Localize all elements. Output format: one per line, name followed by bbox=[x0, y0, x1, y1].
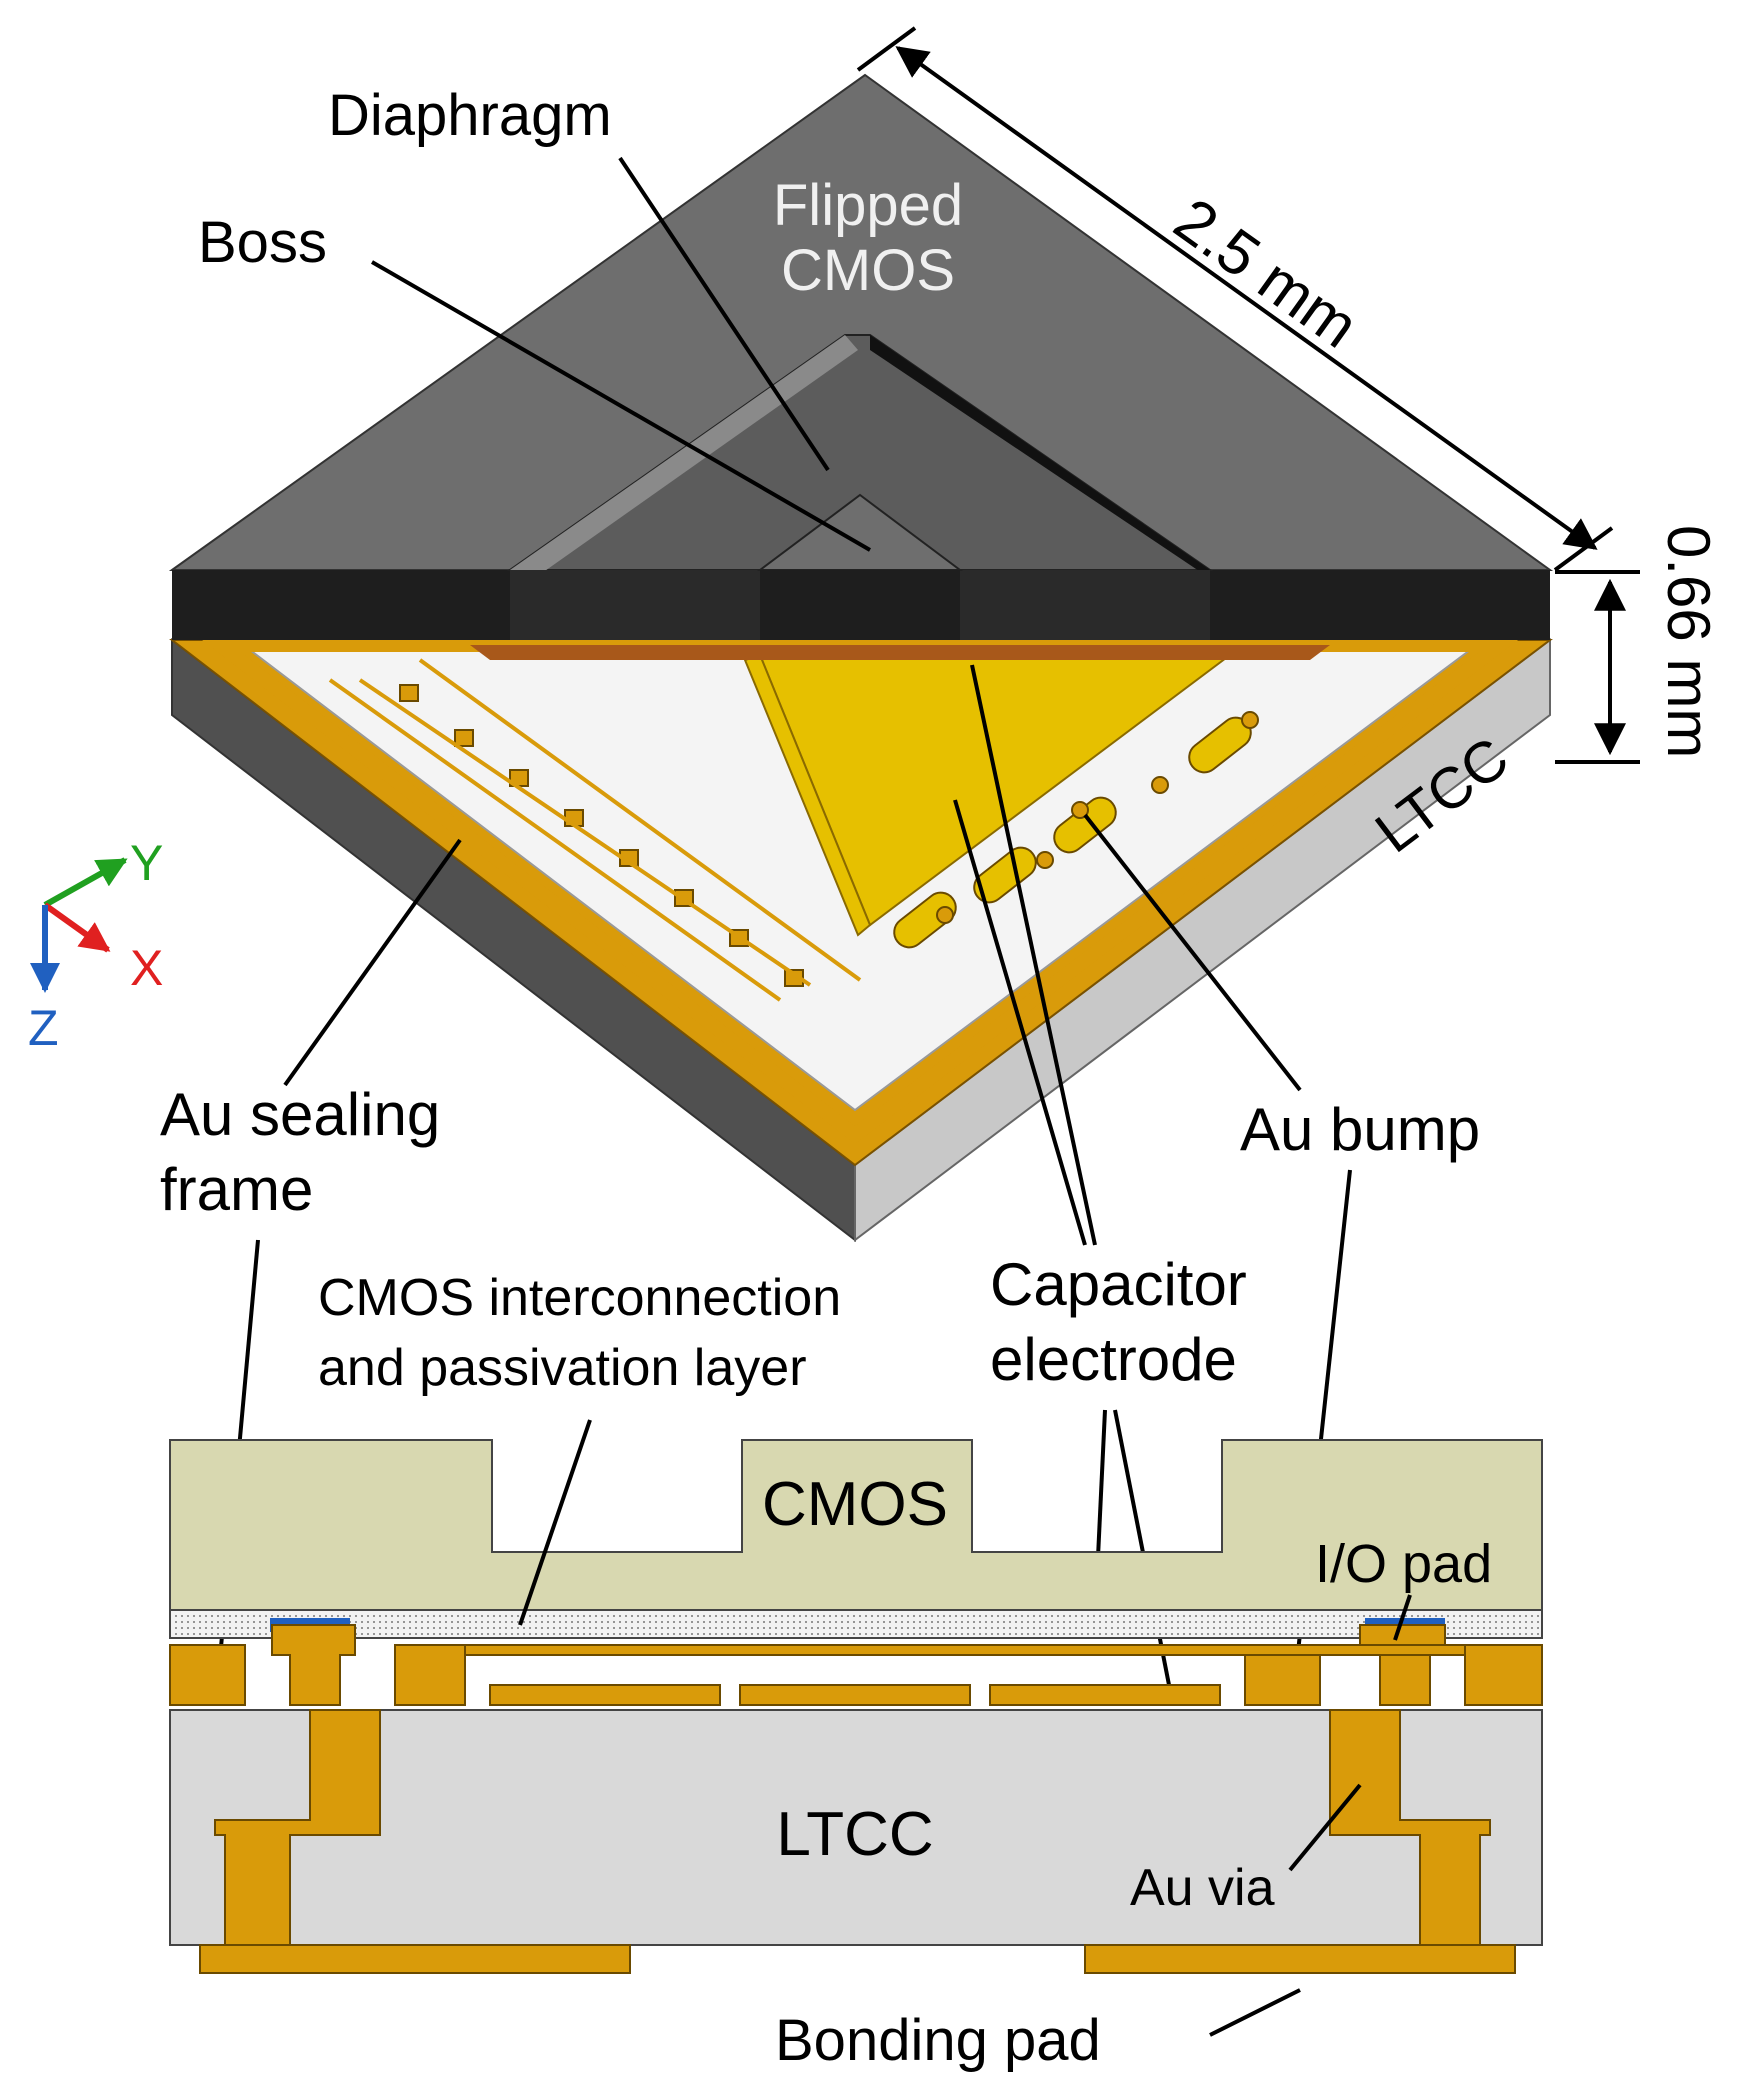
dim-width-ext-right bbox=[1553, 526, 1614, 572]
axis-x-arrow bbox=[43, 902, 111, 953]
capacitor-label-1: Capacitor bbox=[990, 1251, 1247, 1318]
flipped-label-2: CMOS bbox=[781, 238, 955, 303]
au-sealing-label-2: frame bbox=[160, 1156, 313, 1223]
gold-interlayer bbox=[169, 1624, 1543, 1706]
dim-width-arrow bbox=[895, 46, 1598, 550]
au-via-label: Au via bbox=[1130, 1859, 1275, 1917]
dim-height-label: 0.66 mm bbox=[1655, 525, 1722, 758]
isometric-view: 2.5 mm 0.66 mm LTCC Flipped CMOS Diaphra… bbox=[28, 26, 1722, 1691]
au-bump-leader-3d bbox=[1083, 813, 1302, 1092]
au-bumps-dots bbox=[936, 711, 1259, 924]
axis-triad: Y X Z bbox=[28, 835, 163, 1056]
bonding-pad-leader bbox=[1209, 1988, 1301, 2037]
axis-z-label: Z bbox=[28, 1000, 59, 1056]
au-sealing-leader-3d bbox=[283, 838, 462, 1087]
diaphragm-inner-wall-left bbox=[510, 335, 858, 585]
ltcc-section-label: LTCC bbox=[776, 1800, 933, 1869]
io-pad-leader bbox=[1393, 1594, 1412, 1641]
au-sealing-label-1: Au sealing bbox=[160, 1081, 440, 1148]
flipped-label-1: Flipped bbox=[773, 173, 963, 238]
bonding-pad-right bbox=[1084, 1944, 1516, 1974]
capacitor-electrode-band bbox=[470, 645, 1330, 660]
au-via-leader bbox=[1288, 1783, 1362, 1872]
axis-x-label: X bbox=[130, 940, 163, 996]
passivation-layer bbox=[169, 1609, 1543, 1639]
capacitor-leader-1 bbox=[970, 664, 1097, 1246]
boss-front bbox=[760, 570, 960, 640]
capacitor-label-2: electrode bbox=[990, 1326, 1237, 1393]
capacitor-leader-section-2 bbox=[1113, 1409, 1172, 1691]
cmos-layer-leader bbox=[518, 1419, 592, 1626]
cmos-layer-label-2: and passivation layer bbox=[318, 1339, 807, 1397]
dim-width-ext-top bbox=[856, 26, 917, 72]
boss-leader bbox=[370, 260, 872, 552]
cross-section: CMOS I/O pad LTCC Au via bbox=[169, 1269, 1543, 2073]
axis-y-label: Y bbox=[130, 835, 163, 891]
ltcc-section-body bbox=[169, 1709, 1543, 1946]
au-vias bbox=[214, 1709, 1491, 1946]
capacitor-leader-2 bbox=[953, 799, 1087, 1246]
au-bump-label: Au bump bbox=[1240, 1096, 1480, 1163]
axis-y-arrow bbox=[43, 857, 128, 908]
cmos-layer-label-1: CMOS interconnection bbox=[318, 1269, 841, 1327]
cmos-section-label: CMOS bbox=[762, 1470, 948, 1539]
diaphragm-label: Diaphragm bbox=[328, 83, 612, 148]
traces-left bbox=[328, 658, 862, 1002]
diaphragm-leader bbox=[618, 156, 830, 472]
io-pad-label: I/O pad bbox=[1315, 1534, 1492, 1594]
boss-label: Boss bbox=[198, 210, 327, 275]
bonding-pad-label: Bonding pad bbox=[775, 2008, 1101, 2073]
bonding-pad-left bbox=[199, 1944, 631, 1974]
